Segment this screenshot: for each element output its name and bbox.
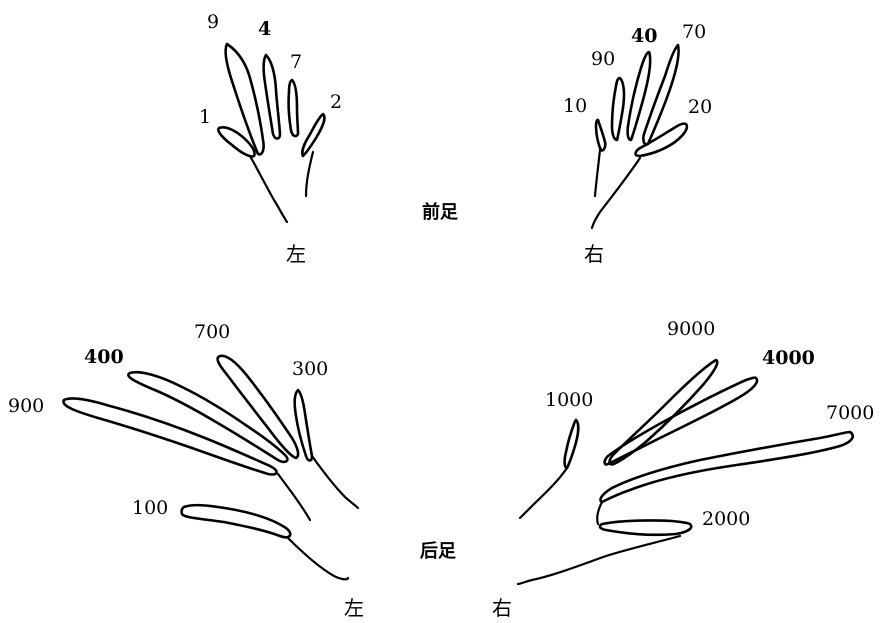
front-right-label-40: 40 (631, 25, 657, 47)
front-left-label-2: 2 (330, 91, 342, 113)
front-left-digit-9 (224, 42, 265, 156)
hind-left-digit-900 (62, 397, 278, 476)
front-left-palm (248, 150, 315, 224)
front-left-label-4: 4 (258, 18, 271, 40)
front-right-label-90: 90 (591, 48, 615, 70)
hind-left-digit-700 (216, 354, 300, 460)
front-right-label-70: 70 (682, 21, 706, 43)
hind-right-palm (516, 466, 682, 586)
section-labels: 前足 左 右 后足 左 右 (286, 201, 604, 620)
front-right-digit-70 (642, 43, 680, 146)
hind-right-label-2000: 2000 (702, 508, 750, 530)
front-right-digit-90 (610, 76, 626, 142)
hind-right-paw (516, 358, 854, 586)
hind-left-label-100: 100 (132, 497, 168, 519)
hind-left-digit-100 (180, 503, 292, 539)
front-left-digit-7 (287, 78, 300, 138)
hind-right-side-label: 右 (492, 596, 512, 620)
hind-left-label-700: 700 (194, 321, 230, 343)
front-right-label-10: 10 (563, 95, 587, 117)
hind-left-label-400: 400 (84, 346, 124, 368)
hind-paws-title: 后足 (420, 541, 456, 562)
front-right-digit-10 (594, 118, 607, 152)
hind-left-paw (62, 354, 360, 581)
front-left-digit-4 (262, 53, 282, 140)
front-left-label-7: 7 (290, 51, 302, 73)
front-left-paw (217, 42, 326, 224)
hind-left-palm (276, 454, 360, 581)
hind-left-digit-400 (127, 370, 289, 464)
hind-right-digit-7000 (599, 430, 854, 504)
front-left-label-9: 9 (207, 11, 219, 33)
hind-right-digit-9000 (608, 358, 719, 466)
hind-right-label-7000: 7000 (826, 402, 874, 424)
hind-right-label-9000: 9000 (667, 318, 715, 340)
front-paws-title: 前足 (422, 201, 458, 223)
front-left-label-1: 1 (199, 106, 211, 128)
hind-right-digit-4000 (603, 376, 759, 466)
digit-labels: 9 4 7 1 2 40 70 90 10 20 400 700 300 900… (8, 11, 874, 530)
front-right-side-label: 右 (584, 242, 604, 266)
front-right-digit-20 (634, 122, 689, 158)
front-right-paw (590, 43, 689, 230)
hind-left-digit-300 (293, 388, 314, 462)
front-right-label-20: 20 (688, 96, 712, 118)
hind-right-digit-2000 (598, 519, 693, 537)
front-right-digit-40 (626, 50, 652, 142)
front-left-side-label: 左 (286, 242, 306, 266)
hind-right-label-1000: 1000 (545, 389, 593, 411)
hind-right-label-4000: 4000 (762, 347, 815, 369)
front-right-palm (590, 148, 642, 230)
hind-right-digit-1000 (563, 418, 580, 470)
hind-left-label-300: 300 (292, 358, 328, 380)
front-left-digit-2 (301, 112, 326, 158)
hind-left-label-900: 900 (8, 395, 44, 417)
front-left-digit-1 (217, 126, 256, 158)
hind-left-side-label: 左 (344, 596, 364, 620)
